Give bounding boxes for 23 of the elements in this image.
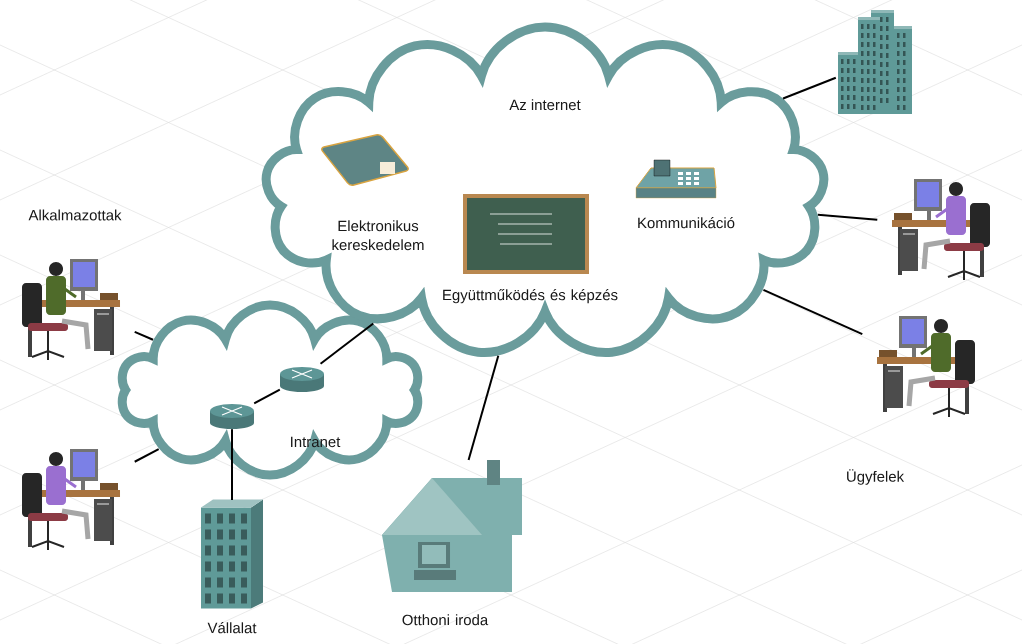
workstation-drawing xyxy=(22,449,120,551)
workstation-drawing xyxy=(22,259,120,361)
router-icon xyxy=(210,404,254,429)
node-label: Vállalat xyxy=(207,622,257,634)
connection-line xyxy=(133,330,155,341)
connection-line xyxy=(816,213,879,221)
connection-line xyxy=(253,388,281,405)
connection-line xyxy=(319,322,375,365)
connection-line xyxy=(133,448,160,463)
connection-line xyxy=(762,288,864,336)
group-label: Ügyfelek xyxy=(844,468,906,486)
connection-line xyxy=(782,76,837,100)
connection-line xyxy=(467,354,500,461)
workstation-drawing xyxy=(892,179,990,281)
node-label: Otthoni iroda xyxy=(402,614,489,626)
workstation-drawing xyxy=(877,316,975,418)
node-label: Együttműködés és képzés xyxy=(443,289,618,304)
router-icon xyxy=(280,367,324,392)
group-label: Alkalmazottak xyxy=(27,208,123,222)
connection-line xyxy=(231,428,233,501)
skyscraper-icon xyxy=(838,10,912,114)
node-label: Elektronikus kereskedelem xyxy=(332,220,424,251)
node-label: Kommunikáció xyxy=(638,217,735,229)
